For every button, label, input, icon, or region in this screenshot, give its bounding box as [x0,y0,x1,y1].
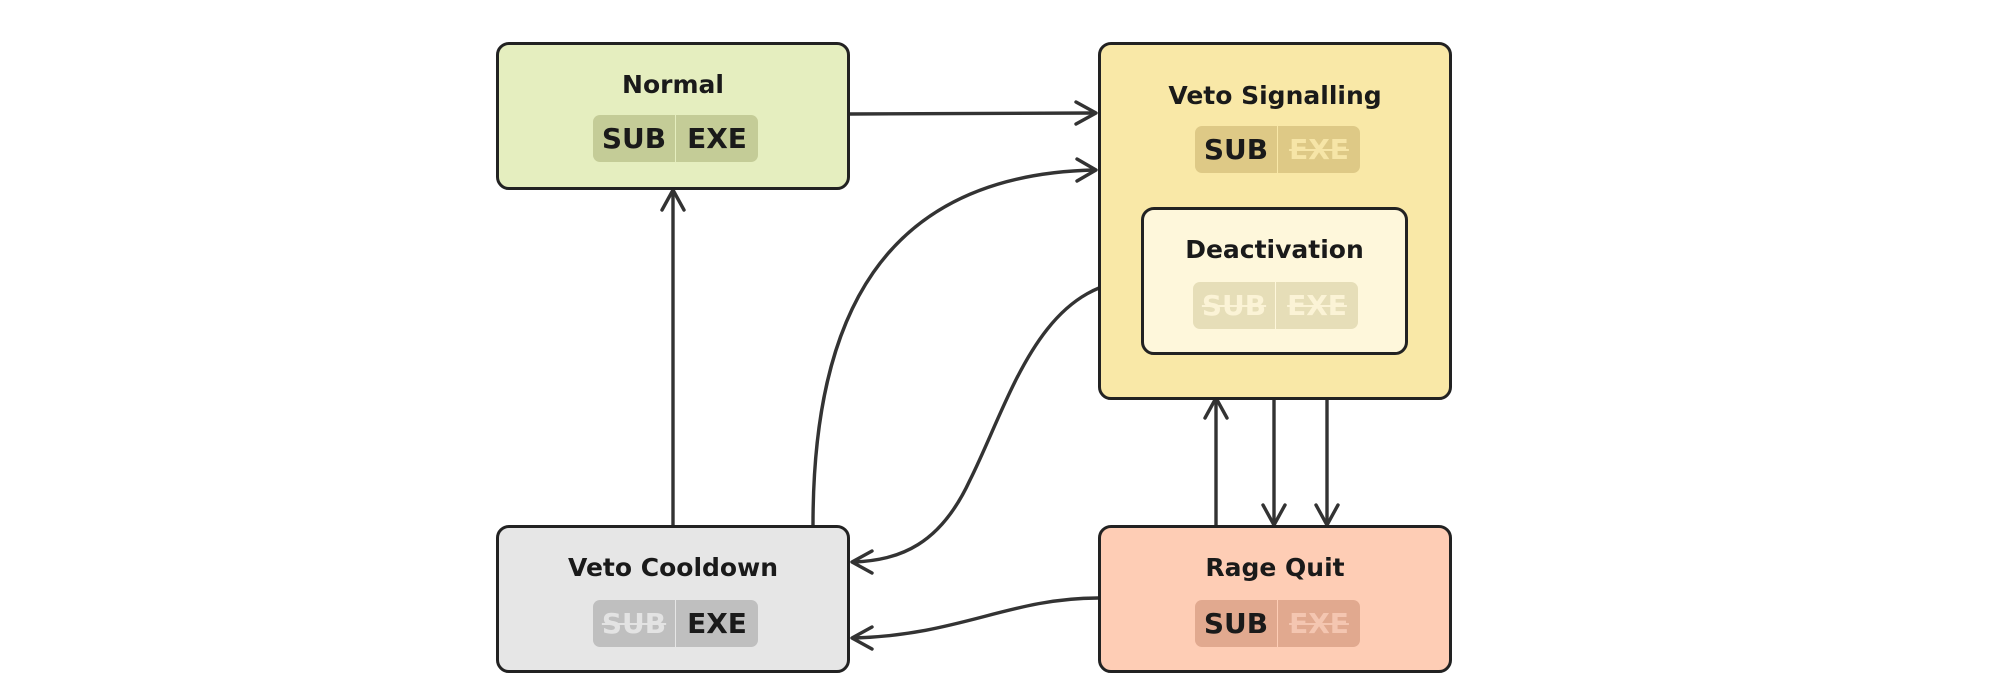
pill-divider [675,600,676,647]
pill-divider [675,115,676,162]
state-veto-cooldown: Veto Cooldown SUB EXE [496,525,850,673]
state-rage-quit: Rage Quit SUB EXE [1098,525,1452,673]
sub-label: SUB [1203,133,1269,166]
pill-divider [1275,282,1276,329]
arrow-normal-to-veto-signalling [848,111,1096,116]
exe-label: EXE [687,122,747,155]
pill-divider [1277,600,1278,647]
state-veto-signalling-permissions: SUB EXE [1195,126,1360,173]
sub-label-disabled: SUB [1201,289,1267,322]
state-veto-cooldown-title: Veto Cooldown [568,553,778,582]
state-veto-signalling-title: Veto Signalling [1168,81,1382,110]
state-rage-quit-title: Rage Quit [1205,553,1345,582]
arrow-deactivation-to-veto-cooldown [852,278,1143,564]
sub-label: SUB [1203,607,1269,640]
sub-label: SUB [601,122,667,155]
arrow-veto-cooldown-to-veto-signalling [811,168,1096,527]
arrowhead-veto-cooldown-to-normal [660,188,686,212]
exe-label: EXE [687,607,747,640]
state-deactivation: Deactivation SUB EXE [1141,207,1408,355]
arrow-rage-quit-to-veto-cooldown [852,596,1100,640]
pill-divider [1277,126,1278,173]
state-deactivation-permissions: SUB EXE [1193,282,1358,329]
arrowhead-normal-to-veto-signalling [1074,100,1098,126]
state-deactivation-title: Deactivation [1185,235,1364,264]
state-veto-cooldown-permissions: SUB EXE [593,600,758,647]
state-normal-permissions: SUB EXE [593,115,758,162]
arrowhead-veto-cooldown-to-veto-signalling [1075,157,1098,183]
state-normal: Normal SUB EXE [496,42,850,190]
sub-label-disabled: SUB [601,607,667,640]
arrowhead-rage-quit-to-veto-cooldown [850,625,874,651]
exe-label-disabled: EXE [1289,133,1349,166]
exe-label-disabled: EXE [1287,289,1347,322]
exe-label-disabled: EXE [1289,607,1349,640]
arrowhead-deactivation-to-veto-cooldown [850,549,874,575]
state-rage-quit-permissions: SUB EXE [1195,600,1360,647]
state-normal-title: Normal [622,70,724,99]
